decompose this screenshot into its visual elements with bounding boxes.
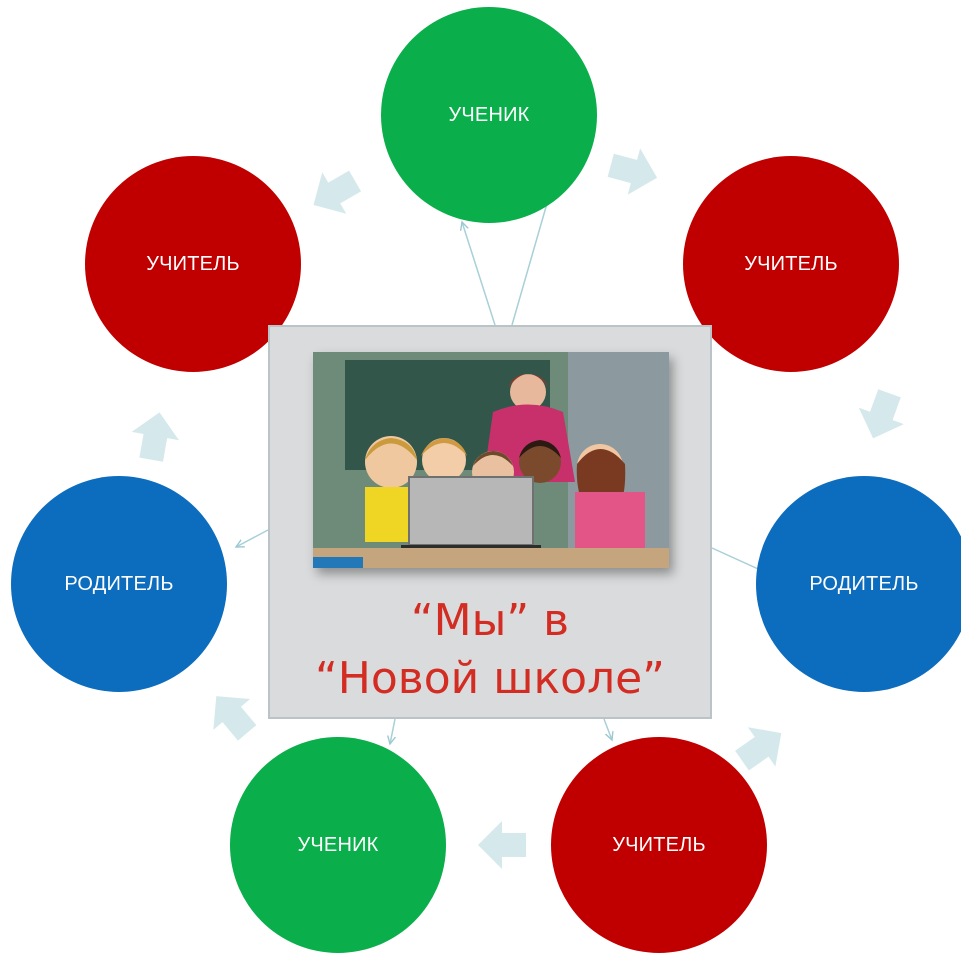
node-label: УЧИТЕЛЬ <box>612 833 706 856</box>
node-label: УЧЕНИК <box>448 103 530 126</box>
cycle-arrow <box>735 727 782 771</box>
connector-line <box>390 718 395 744</box>
node-parent-left: РОДИТЕЛЬ <box>11 476 227 692</box>
node-label: УЧИТЕЛЬ <box>146 252 240 275</box>
connector-line <box>603 718 612 740</box>
node-teacher-upper-right: УЧИТЕЛЬ <box>683 156 899 372</box>
classroom-photo-illustration <box>313 352 669 568</box>
connector-line <box>511 193 550 326</box>
node-label: РОДИТЕЛЬ <box>809 572 919 595</box>
node-label: УЧИТЕЛЬ <box>744 252 838 275</box>
cycle-arrow <box>313 170 362 214</box>
center-title-line-2: “Новой школе” <box>315 653 665 704</box>
node-student-top: УЧЕНИК <box>381 7 597 223</box>
center-title-line-1: “Мы” в <box>410 595 570 646</box>
node-teacher-bottom-right: УЧИТЕЛЬ <box>551 737 767 953</box>
cycle-arrow <box>213 696 257 741</box>
cycle-arrow <box>858 389 904 439</box>
node-student-bottom-left: УЧЕНИК <box>230 737 446 953</box>
classroom-photo <box>313 352 669 568</box>
connector-line <box>462 222 496 326</box>
node-label: РОДИТЕЛЬ <box>64 572 174 595</box>
node-label: УЧЕНИК <box>297 833 379 856</box>
connector-line <box>236 529 269 547</box>
center-card: “Мы” в “Новой школе” <box>268 325 712 719</box>
node-parent-right: РОДИТЕЛЬ <box>756 476 961 692</box>
node-teacher-upper-left: УЧИТЕЛЬ <box>85 156 301 372</box>
cycle-arrow <box>607 148 658 195</box>
cycle-arrow <box>478 821 526 869</box>
cycle-arrow <box>131 412 179 462</box>
